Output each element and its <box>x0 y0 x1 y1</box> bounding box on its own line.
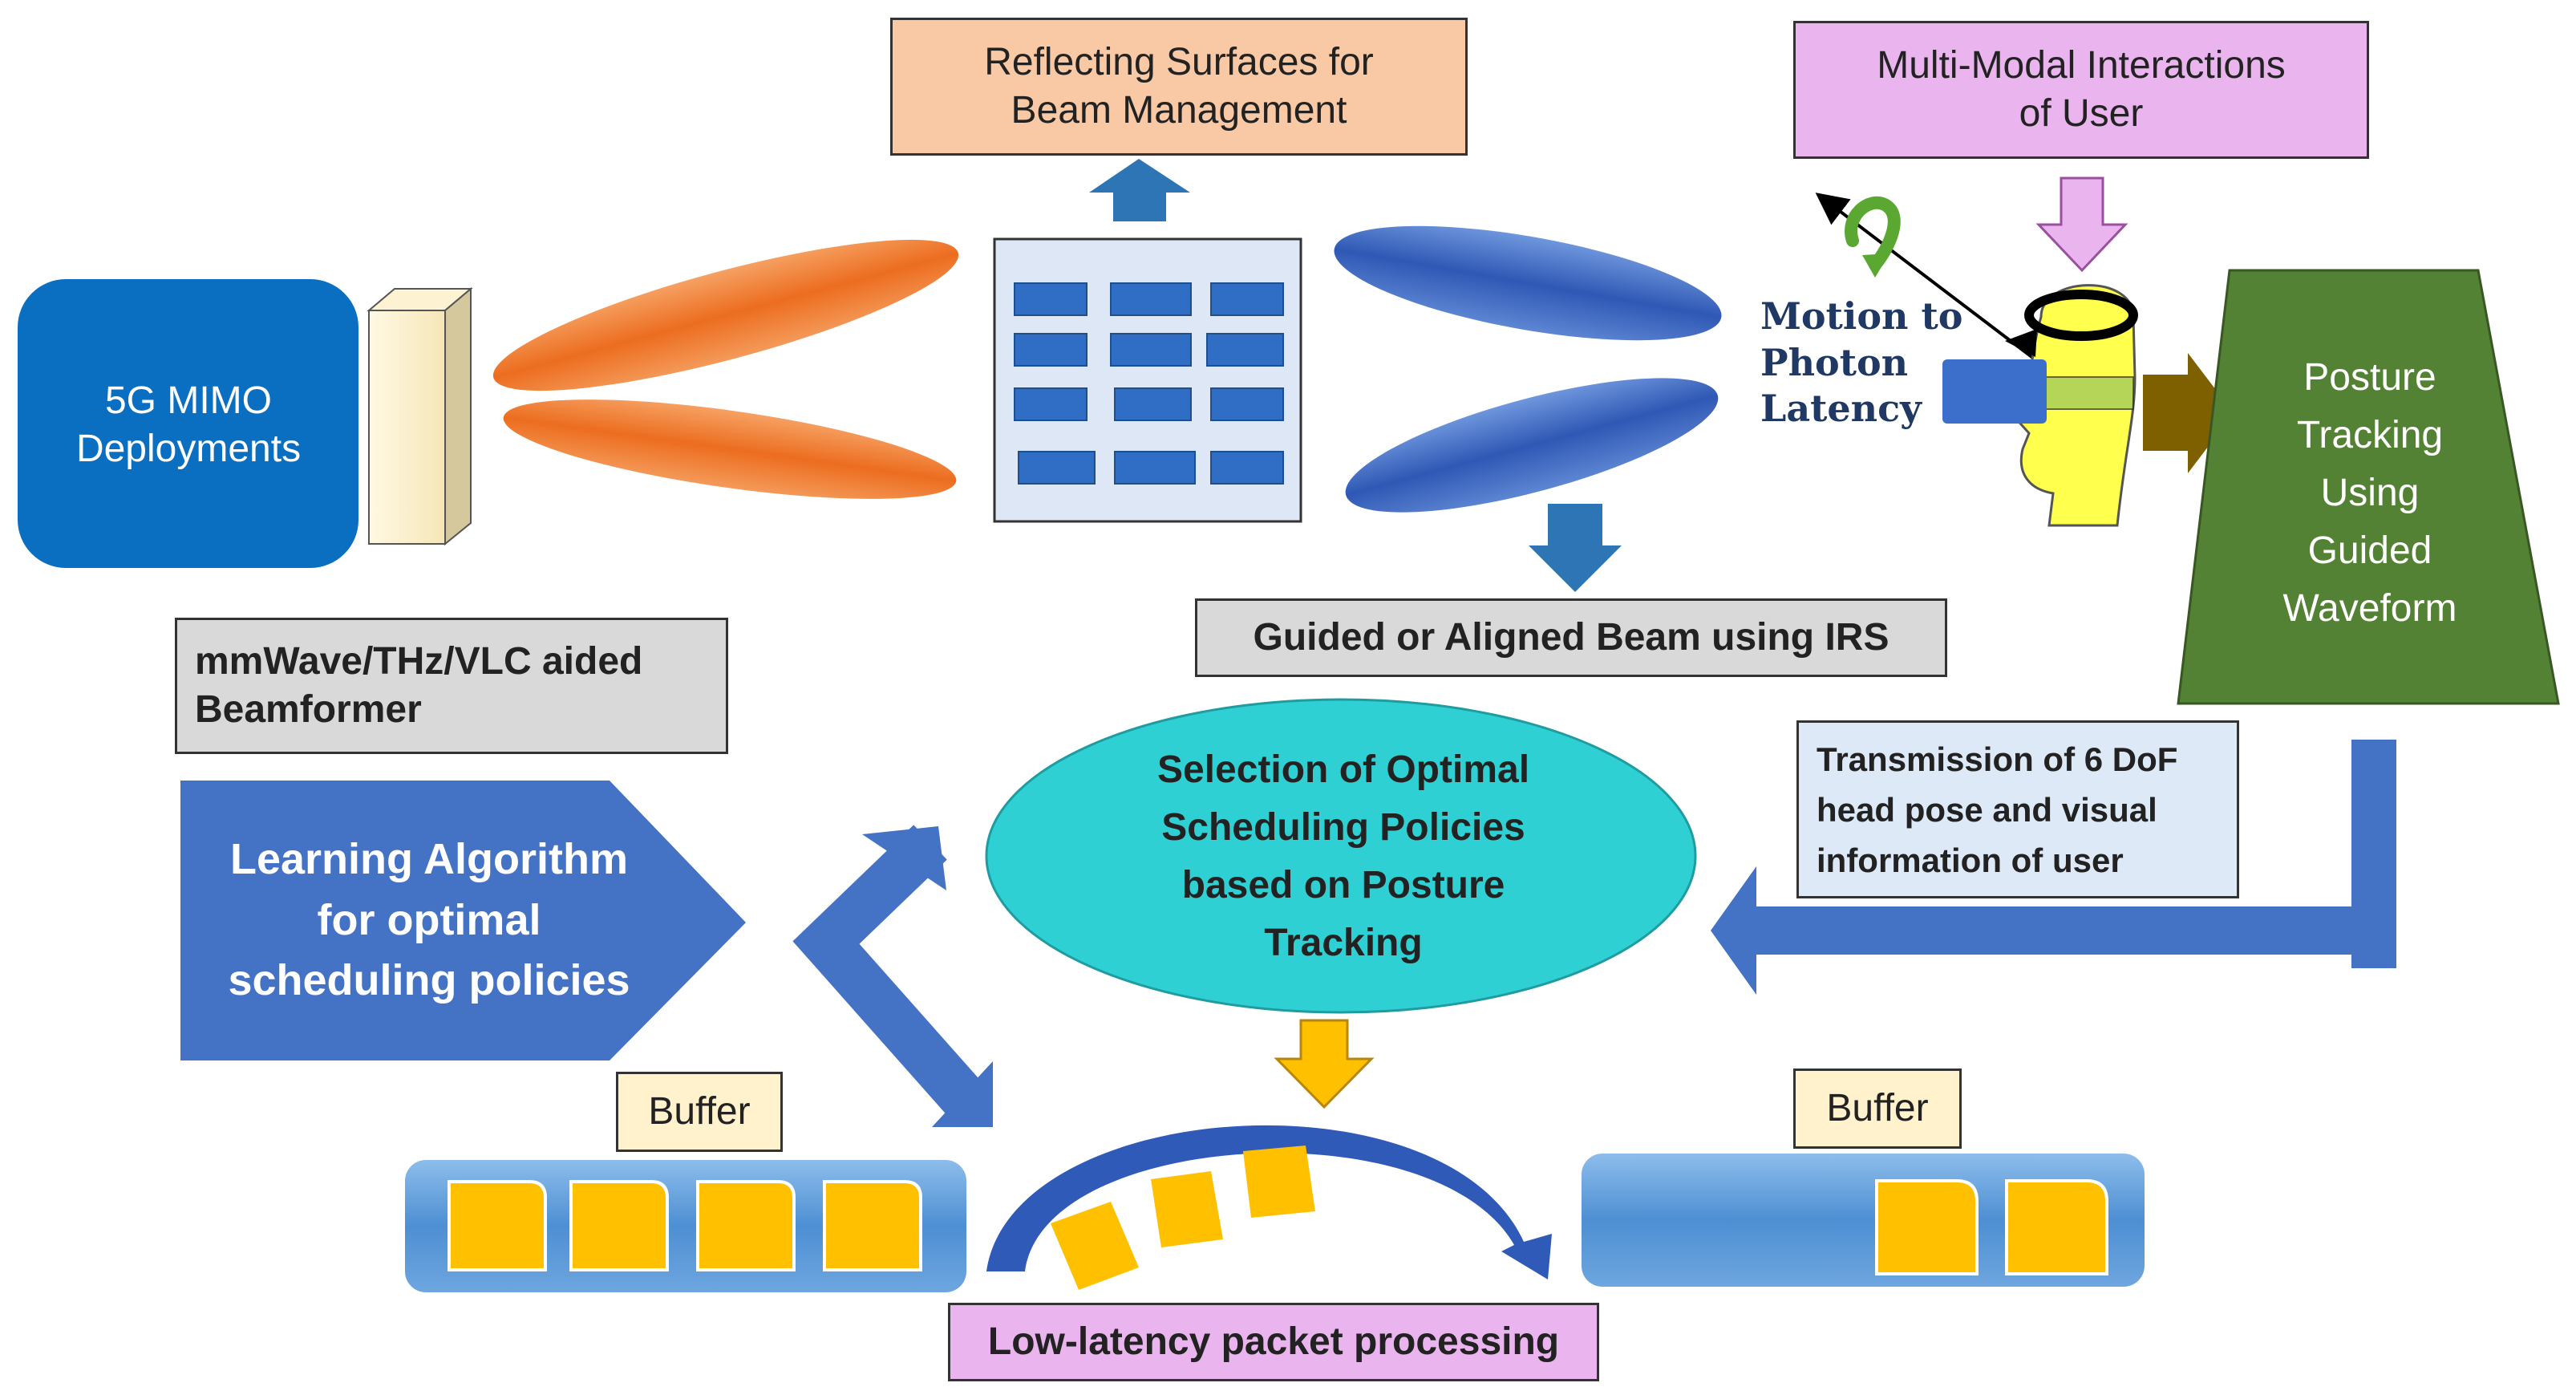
multimodal-box: Multi-Modal Interactions of User <box>1793 21 2369 159</box>
orange-beam-lower <box>503 399 957 499</box>
right-arrow-posture <box>2143 353 2234 473</box>
processing-curve-arrow <box>986 1125 1552 1279</box>
buffer-right-label: Buffer <box>1793 1069 1962 1149</box>
head-icon <box>1942 284 2138 527</box>
transmission-box: Transmission of 6 DoF head pose and visu… <box>1796 720 2239 898</box>
selection-label: Selection of Optimal Scheduling Policies… <box>1156 748 1530 964</box>
buffer-right-packets <box>1875 1179 2108 1275</box>
flying-packets <box>1051 1146 1315 1290</box>
pink-down-arrow <box>2035 176 2128 273</box>
learning-label: Learning Algorithm for optimal schedulin… <box>228 835 630 1005</box>
guided-beam-box: Guided or Aligned Beam using IRS <box>1195 598 1947 677</box>
mimo-label: 5G MIMO Deployments <box>75 379 302 470</box>
learning-pentagon <box>180 781 746 1060</box>
rotation-ring <box>2024 290 2138 341</box>
down-arrow-guided <box>1529 504 1622 592</box>
up-arrow-irs <box>1089 159 1190 221</box>
mimo-box <box>18 279 358 568</box>
blue-beam-lower <box>1345 378 1719 513</box>
antenna-pillar <box>367 286 473 546</box>
selection-ellipse <box>985 698 1697 1014</box>
posture-trapezoid <box>2177 269 2560 705</box>
bidirectional-arrow <box>792 825 993 1127</box>
rotation-swirl-icon <box>1845 196 1901 278</box>
buffer-bar-right <box>1582 1154 2145 1287</box>
buffer-left-packets <box>448 1180 922 1271</box>
feedback-arrow-horizontal <box>1711 866 2396 995</box>
blue-beam-upper <box>1334 225 1722 341</box>
beamformer-box: mmWave/THz/VLC aided Beamformer <box>175 618 728 754</box>
low-latency-box: Low-latency packet processing <box>948 1303 1599 1381</box>
reflecting-surfaces-box: Reflecting Surfaces for Beam Management <box>890 18 1468 156</box>
buffer-left-label: Buffer <box>616 1072 783 1152</box>
down-arrow-packets <box>1274 1019 1375 1109</box>
orange-beam-upper <box>492 239 959 391</box>
posture-label: Posture Tracking Using Guided Waveform <box>2282 356 2457 630</box>
irs-cells <box>1014 282 1284 485</box>
headset-blue-bar <box>1942 359 2047 424</box>
motion-latency-label: Motion to Photon Latency <box>1760 294 1963 431</box>
